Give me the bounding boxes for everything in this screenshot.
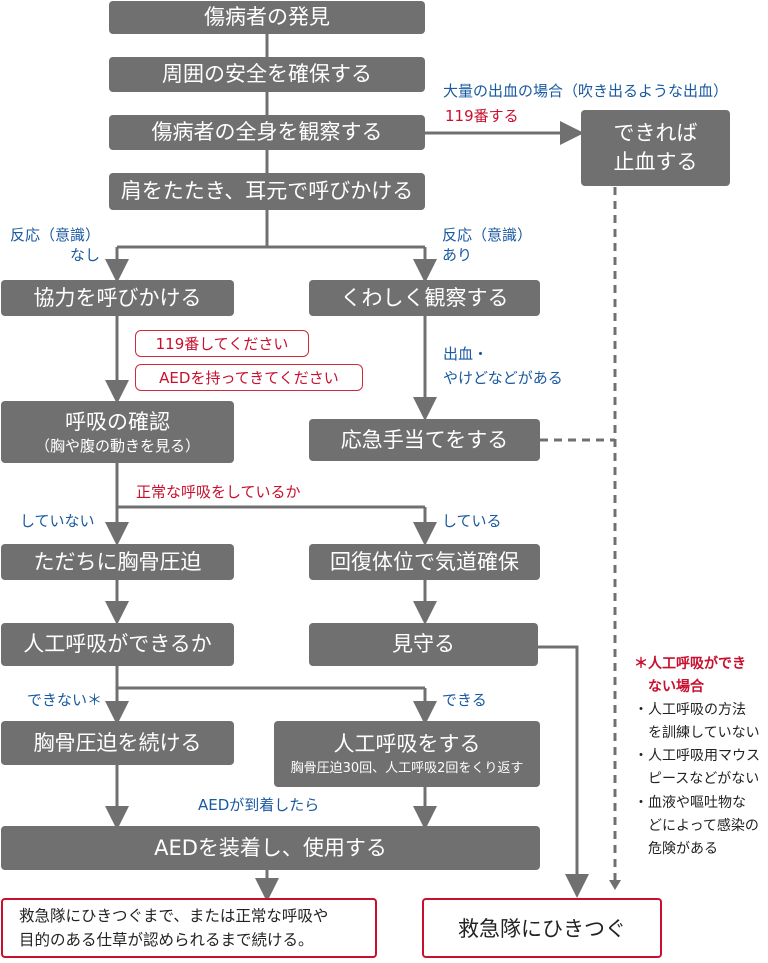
step-first-aid: 応急手当てをする [309, 419, 540, 461]
step-stop-bleeding: できれば 止血する [581, 110, 730, 186]
bubble-bring-aed: AEDを持ってきてください [135, 364, 363, 391]
rescue-breathing-subtitle: 胸骨圧迫30回、人工呼吸2回をくり返す [290, 761, 524, 776]
label-aed-arrived: AEDが到着したら [198, 796, 320, 814]
final-continue-until: 救急隊にひきつぐまで、または正常な呼吸や 目的のある仕草が認められるまで続ける。 [1, 898, 377, 958]
step-observe-body: 傷病者の全身を観察する [109, 115, 425, 150]
step-discover: 傷病者の発見 [109, 1, 425, 34]
label-normal-breathing-question: 正常な呼吸をしているか [136, 483, 301, 501]
step-tap-and-call: 肩をたたき、耳元で呼びかける [109, 173, 425, 210]
step-recovery-position: 回復体位で気道確保 [309, 544, 540, 580]
label-can: できる [442, 691, 487, 709]
step-continue-compressions: 胸骨圧迫を続ける [1, 721, 234, 765]
step-breath-check: 呼吸の確認 （胸や腹の動きを見る） [1, 401, 234, 463]
side-note-title: ＊人工呼吸ができ ない場合 [634, 656, 746, 696]
label-bleeding-burns: 出血・ やけどなどがある [443, 345, 563, 387]
step-rescue-breathing: 人工呼吸をする 胸骨圧迫30回、人工呼吸2回をくり返す [274, 721, 540, 787]
label-heavy-bleeding: 大量の出血の場合（吹き出るような出血） [443, 82, 729, 100]
side-note: ＊人工呼吸ができ ない場合 ・人工呼吸の方法 を訓練していない ・人工呼吸用マウ… [634, 653, 768, 861]
label-breathing: している [442, 512, 502, 530]
label-call-119: 119番する [445, 107, 519, 125]
breath-check-subtitle: （胸や腹の動きを見る） [34, 436, 200, 455]
final-handover: 救急隊にひきつぐ [422, 898, 662, 958]
label-response: 反応（意識） あり [442, 226, 533, 265]
step-aed-use: AEDを装着し、使用する [1, 826, 540, 870]
side-note-item: ・人工呼吸の方法 を訓練していない [634, 702, 760, 742]
step-can-rescue-breath: 人工呼吸ができるか [1, 623, 234, 666]
side-note-item: ・血液や嘔吐物な どによって感染の 危険がある [634, 794, 759, 857]
label-cannot: できない＊ [27, 691, 103, 709]
bubble-call-119: 119番してください [135, 330, 309, 357]
step-ensure-safety: 周囲の安全を確保する [109, 57, 425, 92]
label-not-breathing: していない [20, 512, 95, 530]
label-no-response: 反応（意識） なし [10, 226, 101, 265]
step-chest-compressions: ただちに胸骨圧迫 [1, 544, 234, 580]
side-note-item: ・人工呼吸用マウス ピースなどがない [634, 748, 760, 788]
step-call-for-help: 協力を呼びかける [1, 280, 234, 316]
step-observe-detail: くわしく観察する [309, 280, 540, 316]
step-watch: 見守る [309, 623, 538, 666]
